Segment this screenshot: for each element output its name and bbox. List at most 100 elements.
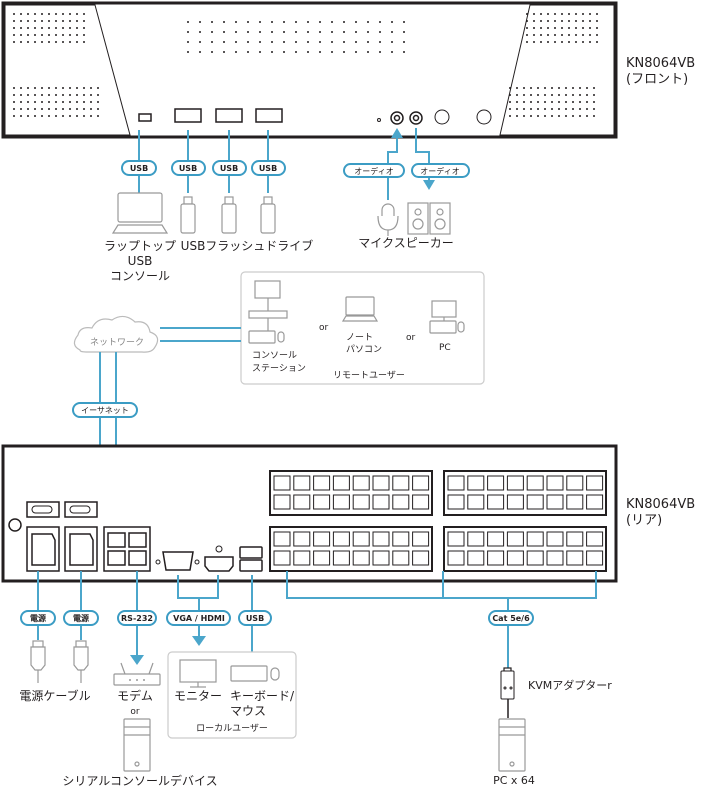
vent-dot	[379, 31, 381, 33]
ethernet-pill: イーサネット	[72, 402, 138, 418]
hdmi-port	[204, 556, 234, 572]
rj45-port	[352, 531, 370, 547]
vent-dot	[331, 21, 333, 23]
vent-dot	[27, 87, 29, 89]
rj45-port	[526, 550, 544, 566]
modem-label: モデム	[117, 688, 153, 703]
vent-dot	[533, 13, 535, 15]
vent-dot	[509, 101, 511, 103]
vent-dot	[13, 101, 15, 103]
vent-dot	[582, 20, 584, 22]
keyboard-label-1: キーボード/	[230, 689, 295, 703]
vent-dot	[247, 21, 249, 23]
usb-port-rear-1	[239, 546, 263, 559]
vent-dot	[20, 87, 22, 89]
rj45-serial-lan-ports	[103, 526, 151, 572]
vent-dot	[355, 31, 357, 33]
speaker-jack	[409, 111, 423, 125]
led-indicator	[377, 118, 381, 122]
power-pill-1: 電源	[20, 610, 56, 626]
vent-dot	[319, 41, 321, 43]
vent-dot	[283, 41, 285, 43]
power-switch-2	[64, 501, 98, 518]
notebook-label-2: パソコン	[346, 344, 382, 355]
vent-dot	[537, 94, 539, 96]
laptop-label-1: ラップトップ	[104, 239, 176, 253]
vent-dot	[551, 108, 553, 110]
monitor-icon	[179, 659, 217, 688]
vent-dot	[223, 41, 225, 43]
pc-tower-icon	[498, 718, 526, 772]
vent-dot	[76, 108, 78, 110]
vent-dot	[83, 94, 85, 96]
vent-dot	[76, 115, 78, 117]
vent-dot	[561, 34, 563, 36]
pc-label: PC	[439, 343, 451, 353]
vent-dot	[509, 108, 511, 110]
vent-dot	[27, 94, 29, 96]
vent-dot	[530, 108, 532, 110]
vent-dot	[509, 115, 511, 117]
rj45-port	[273, 550, 291, 566]
vent-dot	[516, 115, 518, 117]
vent-dot	[579, 108, 581, 110]
rj45-port	[566, 494, 584, 510]
rj45-port	[586, 531, 604, 547]
svg-text:オーディオ: オーディオ	[420, 166, 459, 176]
vent-dot	[55, 41, 57, 43]
vent-dot	[561, 13, 563, 15]
rj45-port	[332, 531, 350, 547]
vent-dot	[76, 94, 78, 96]
vent-dot	[593, 115, 595, 117]
vent-dot	[593, 94, 595, 96]
vent-dot	[235, 51, 237, 53]
vent-dot	[568, 41, 570, 43]
vent-dot	[41, 115, 43, 117]
vent-dot	[48, 115, 50, 117]
or-label-2: or	[406, 333, 416, 343]
usb-pill-1: USB	[121, 160, 157, 176]
vent-dot	[235, 31, 237, 33]
vent-dot	[76, 20, 78, 22]
vent-dot	[558, 108, 560, 110]
vent-dot	[20, 41, 22, 43]
vent-dot	[391, 21, 393, 23]
rj45-port	[293, 550, 311, 566]
vent-dot	[247, 31, 249, 33]
rj45-port	[566, 550, 584, 566]
rj45-port	[546, 494, 564, 510]
vent-dot	[403, 41, 405, 43]
vent-dot	[523, 101, 525, 103]
rj45-port	[467, 475, 485, 491]
vent-dot	[544, 87, 546, 89]
rj45-port	[352, 550, 370, 566]
svg-text:イーサネット: イーサネット	[81, 406, 129, 415]
vent-dot	[27, 101, 29, 103]
vent-dot	[13, 41, 15, 43]
vent-dot	[55, 115, 57, 117]
vent-dot	[295, 51, 297, 53]
vent-dot	[69, 94, 71, 96]
vent-dot	[561, 27, 563, 29]
vent-dot	[540, 34, 542, 36]
vent-dot	[55, 13, 57, 15]
rj45-port	[372, 475, 390, 491]
vent-dot	[551, 115, 553, 117]
vent-dot	[582, 13, 584, 15]
vent-dot	[558, 115, 560, 117]
vent-dot	[586, 94, 588, 96]
vent-dot	[558, 94, 560, 96]
svg-text:USB: USB	[130, 164, 148, 173]
vent-dot	[48, 13, 50, 15]
vent-dot	[187, 51, 189, 53]
vent-dot	[76, 34, 78, 36]
vent-dot	[187, 31, 189, 33]
vent-dot	[565, 108, 567, 110]
vent-dot	[331, 31, 333, 33]
vent-dot	[509, 87, 511, 89]
vent-dot	[41, 27, 43, 29]
vga-port	[162, 551, 194, 571]
rj45-port	[352, 475, 370, 491]
vent-dot	[62, 94, 64, 96]
rj45-port	[506, 531, 524, 547]
